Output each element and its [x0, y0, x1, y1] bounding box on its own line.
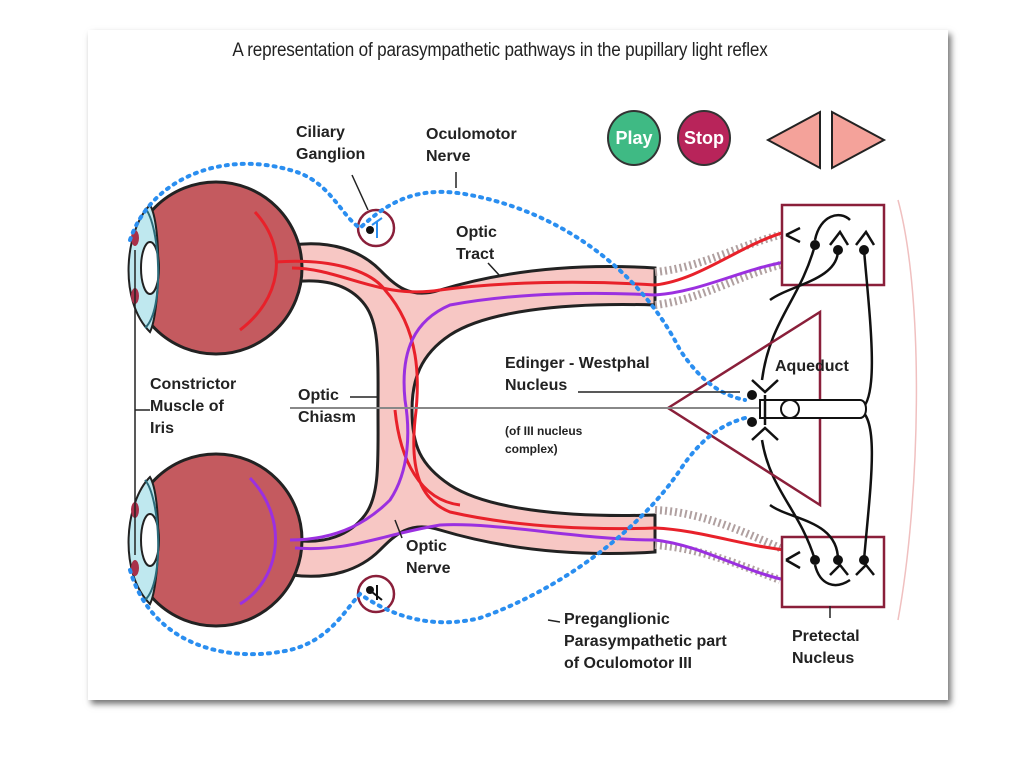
red-fiber-lower-ipsi	[393, 409, 461, 507]
dashed-fiber-lower	[654, 506, 782, 552]
aqueduct-shape	[759, 399, 867, 419]
right-edge-curve	[897, 199, 918, 621]
red-fiber-upper-ipsi	[291, 266, 656, 294]
page-title: A representation of parasympathetic path…	[232, 40, 768, 61]
aqueduct-label: Aqueduct	[775, 358, 849, 375]
oculomotor-dotted-lower	[128, 416, 747, 657]
dashed-fiber-upper-2	[654, 261, 781, 309]
previous-arrow-icon[interactable]	[764, 110, 822, 170]
oculomotor-dotted-upper	[128, 161, 747, 402]
ciliary-ganglion-upper	[356, 208, 396, 248]
purple-fiber-lower-ipsi	[294, 523, 656, 551]
purple-fiber-lower-retina	[239, 476, 277, 606]
next-arrow-icon[interactable]	[830, 110, 888, 170]
purple-fiber-lower-tract	[289, 291, 656, 542]
red-fiber-upper-retina	[239, 210, 278, 332]
play-button[interactable]: Play	[607, 110, 661, 166]
lower-eye	[127, 452, 304, 628]
optic-pathway-band	[290, 242, 657, 578]
stop-button[interactable]: Stop	[677, 110, 731, 166]
ciliary-ganglion-lower	[356, 574, 396, 614]
pretectal-neurons	[760, 214, 876, 587]
red-fiber-upper-tract	[274, 259, 656, 531]
